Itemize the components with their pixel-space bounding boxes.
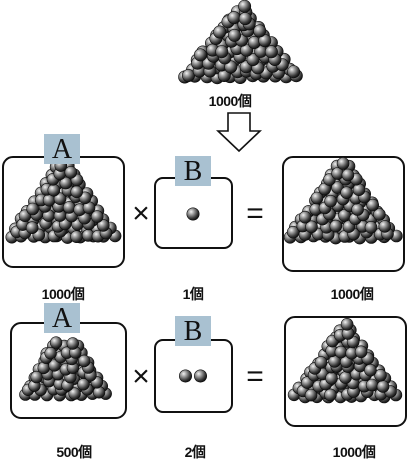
times-sign-row1: × [132,197,150,230]
ball [329,219,343,233]
ball [64,166,78,179]
ball [90,210,104,223]
ball [213,25,227,39]
count-result-row1: 1000個 [330,286,374,302]
ball [186,207,200,221]
count-a-row2: 500個 [56,444,92,460]
ball [354,345,368,359]
ball [314,356,328,369]
ball [238,0,252,13]
ball [62,201,76,214]
tag-a-row1: A [44,134,80,165]
count-a-row1: 1000個 [41,286,85,302]
ball [179,369,193,383]
ball [365,378,379,392]
tag-b-row1: B [175,156,211,187]
ball [227,11,241,25]
ball-pile-a-row2 [19,336,112,402]
ball [364,221,378,234]
ball [47,183,61,197]
ball-pile-b-row1 [186,207,200,221]
tag-a-row2: A [44,303,80,334]
ball [97,219,110,232]
ball [325,371,338,385]
ball [340,186,353,199]
ball [351,203,364,216]
tag-b-row2: B [175,316,211,347]
box-b-row2 [154,339,233,413]
ball-pile-b-row2 [179,369,208,383]
ball [49,336,63,349]
ball [44,347,57,360]
ball [336,157,350,170]
ball-pile-result-row1 [283,157,403,245]
count-b-row2: 2個 [184,444,206,460]
ball [378,220,392,233]
top-ball-pile [178,0,303,85]
ball [66,337,80,350]
ball [70,185,83,199]
ball [366,198,380,212]
ball [339,371,352,384]
ball [37,361,50,375]
ball [264,45,278,59]
ball [310,191,324,205]
ball [246,53,260,67]
ball [298,210,312,224]
down-arrow-icon [216,112,262,153]
ball [376,380,390,393]
equals-sign-row2: = [246,360,264,393]
ball [287,65,301,79]
ball [324,388,337,402]
ball-pile-result-row2 [287,317,403,404]
ball [25,221,39,234]
count-b-row1: 1個 [182,286,204,302]
ball [194,369,208,383]
count-result-row2: 1000個 [332,444,376,460]
top-count-label: 1000個 [208,93,252,109]
equals-sign-row1: = [246,197,264,230]
ball [374,368,387,382]
ball [26,202,40,216]
ball [352,183,366,196]
ball [77,354,91,368]
ball [324,194,337,208]
ball [238,12,252,26]
ball-pile-a-row1 [5,159,122,244]
ball [253,24,267,38]
ball [53,192,67,205]
ball [373,208,386,221]
ball [194,48,208,62]
ball [364,363,377,377]
ball [48,359,61,372]
ball [334,345,348,359]
ball [224,60,238,74]
ball [228,28,242,42]
ball [341,168,355,182]
ball [305,220,318,234]
ball [70,230,83,243]
ball [340,317,354,331]
ball [215,45,229,59]
ball [68,387,81,400]
ball [304,388,318,402]
times-sign-row2: × [132,360,150,393]
